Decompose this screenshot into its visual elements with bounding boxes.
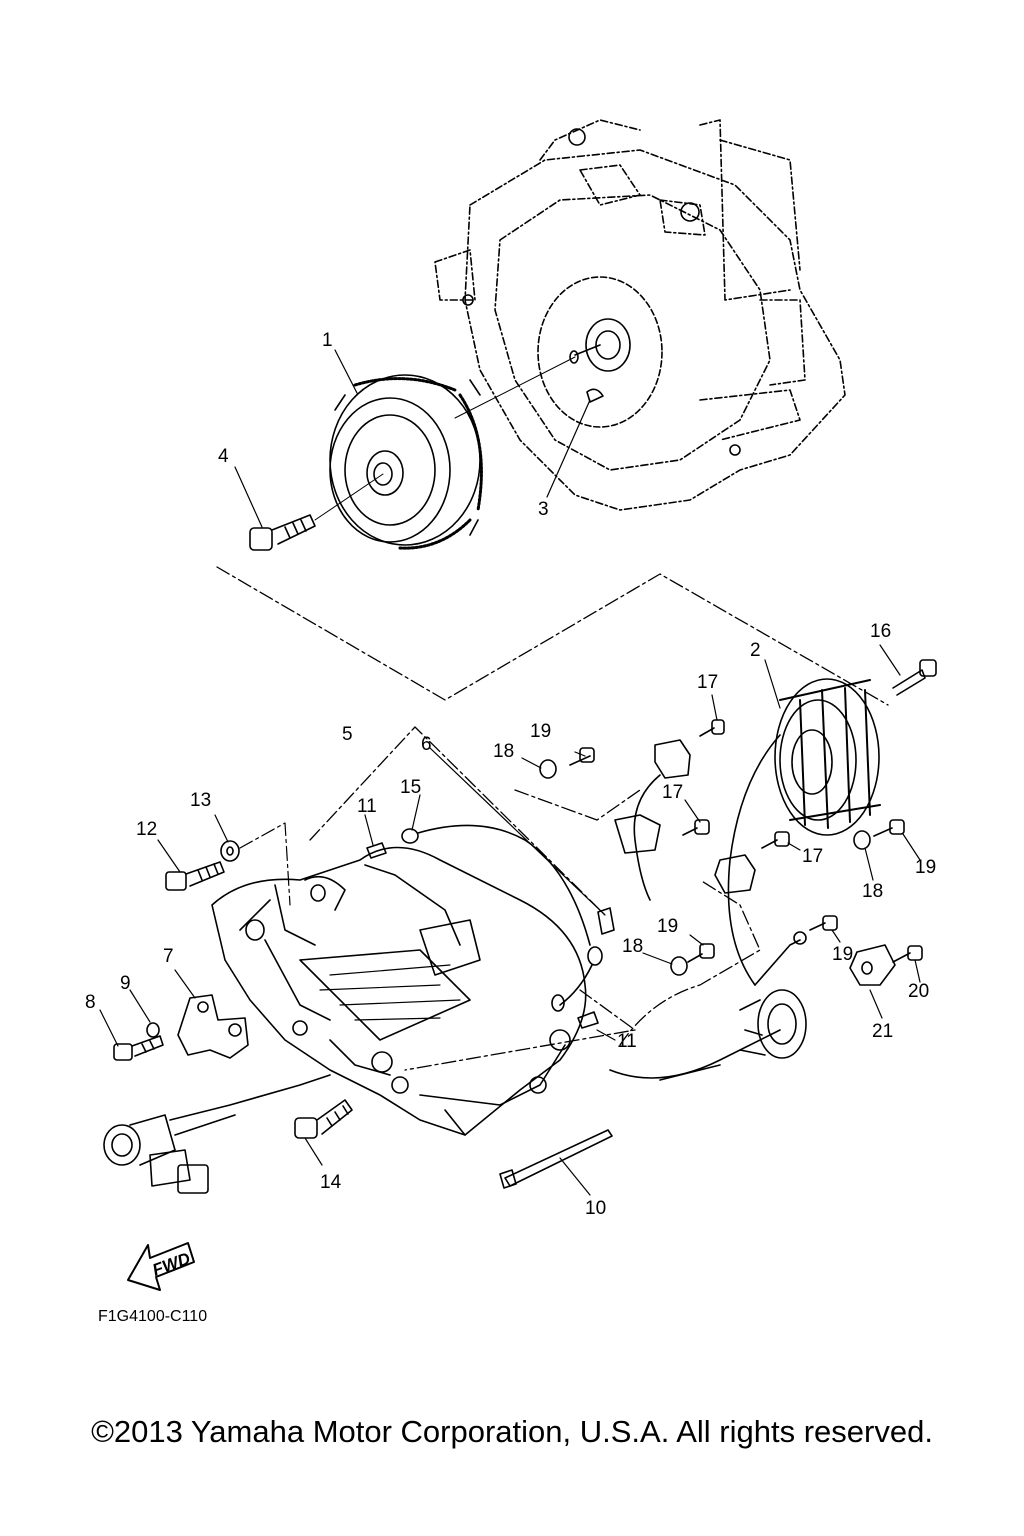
callout-19-right: 19 bbox=[915, 857, 936, 878]
bolt-12 bbox=[165, 861, 225, 891]
callout-18-right: 18 bbox=[862, 881, 883, 902]
callout-10: 10 bbox=[585, 1198, 606, 1219]
callout-18-lower: 18 bbox=[622, 936, 643, 957]
callout-11-lower: 11 bbox=[617, 1031, 637, 1052]
fwd-arrow bbox=[127, 1242, 195, 1291]
wire-harness bbox=[609, 931, 807, 1081]
callout-3: 3 bbox=[538, 499, 549, 520]
callout-12: 12 bbox=[136, 819, 157, 840]
bolt-14 bbox=[294, 1099, 353, 1139]
callout-16: 16 bbox=[870, 621, 891, 642]
callout-17-right: 17 bbox=[802, 846, 823, 867]
callout-7: 7 bbox=[163, 946, 174, 967]
callout-15: 15 bbox=[400, 777, 421, 798]
pulser-coil bbox=[614, 739, 756, 901]
callout-20: 20 bbox=[908, 981, 929, 1002]
engine-block bbox=[434, 119, 846, 511]
washer-13 bbox=[220, 840, 240, 862]
callout-19-far: 19 bbox=[832, 944, 853, 965]
o-ring-wire bbox=[401, 824, 603, 1012]
flywheel-bolt bbox=[249, 514, 316, 551]
callout-17-mid: 17 bbox=[662, 782, 683, 803]
leader-lines bbox=[99, 349, 921, 1196]
callout-19-lower: 19 bbox=[657, 916, 678, 937]
callout-4: 4 bbox=[218, 446, 229, 467]
cable-tie bbox=[499, 1129, 613, 1189]
washer-9 bbox=[146, 1022, 160, 1038]
small-hardware bbox=[539, 659, 937, 986]
callout-9: 9 bbox=[120, 973, 131, 994]
callout-2: 2 bbox=[750, 640, 761, 661]
connector-harness bbox=[103, 1074, 331, 1194]
callout-13: 13 bbox=[190, 790, 211, 811]
copyright-notice: ©2013 Yamaha Motor Corporation, U.S.A. A… bbox=[91, 1414, 933, 1449]
callout-14: 14 bbox=[320, 1172, 342, 1193]
engine-crank-hub bbox=[462, 128, 741, 456]
callouts: 1 2 3 4 5 6 7 8 9 10 11 11 12 13 14 15 1… bbox=[85, 330, 936, 1219]
callout-11-upper: 11 bbox=[357, 796, 377, 817]
callout-17-top: 17 bbox=[697, 672, 718, 693]
bolt-8 bbox=[113, 1035, 164, 1061]
bracket-7 bbox=[177, 994, 249, 1059]
callout-8: 8 bbox=[85, 992, 96, 1013]
assembly-bracket bbox=[216, 566, 889, 1071]
generator-case bbox=[211, 846, 587, 1136]
callout-5: 5 bbox=[342, 724, 353, 745]
harness-bracket bbox=[619, 879, 761, 1046]
dowel-pin bbox=[366, 842, 615, 1029]
callout-18-top: 18 bbox=[493, 741, 514, 762]
woodruff-key bbox=[586, 388, 604, 403]
callout-1: 1 bbox=[322, 330, 333, 351]
fwd-label: FWD bbox=[150, 1249, 193, 1280]
callout-19-top: 19 bbox=[530, 721, 551, 742]
callout-21: 21 bbox=[872, 1021, 893, 1042]
drawing-code: F1G4100-C110 bbox=[98, 1308, 207, 1325]
stator-coil bbox=[727, 678, 881, 986]
flywheel-magneto bbox=[329, 374, 483, 550]
callout-6: 6 bbox=[421, 734, 432, 755]
